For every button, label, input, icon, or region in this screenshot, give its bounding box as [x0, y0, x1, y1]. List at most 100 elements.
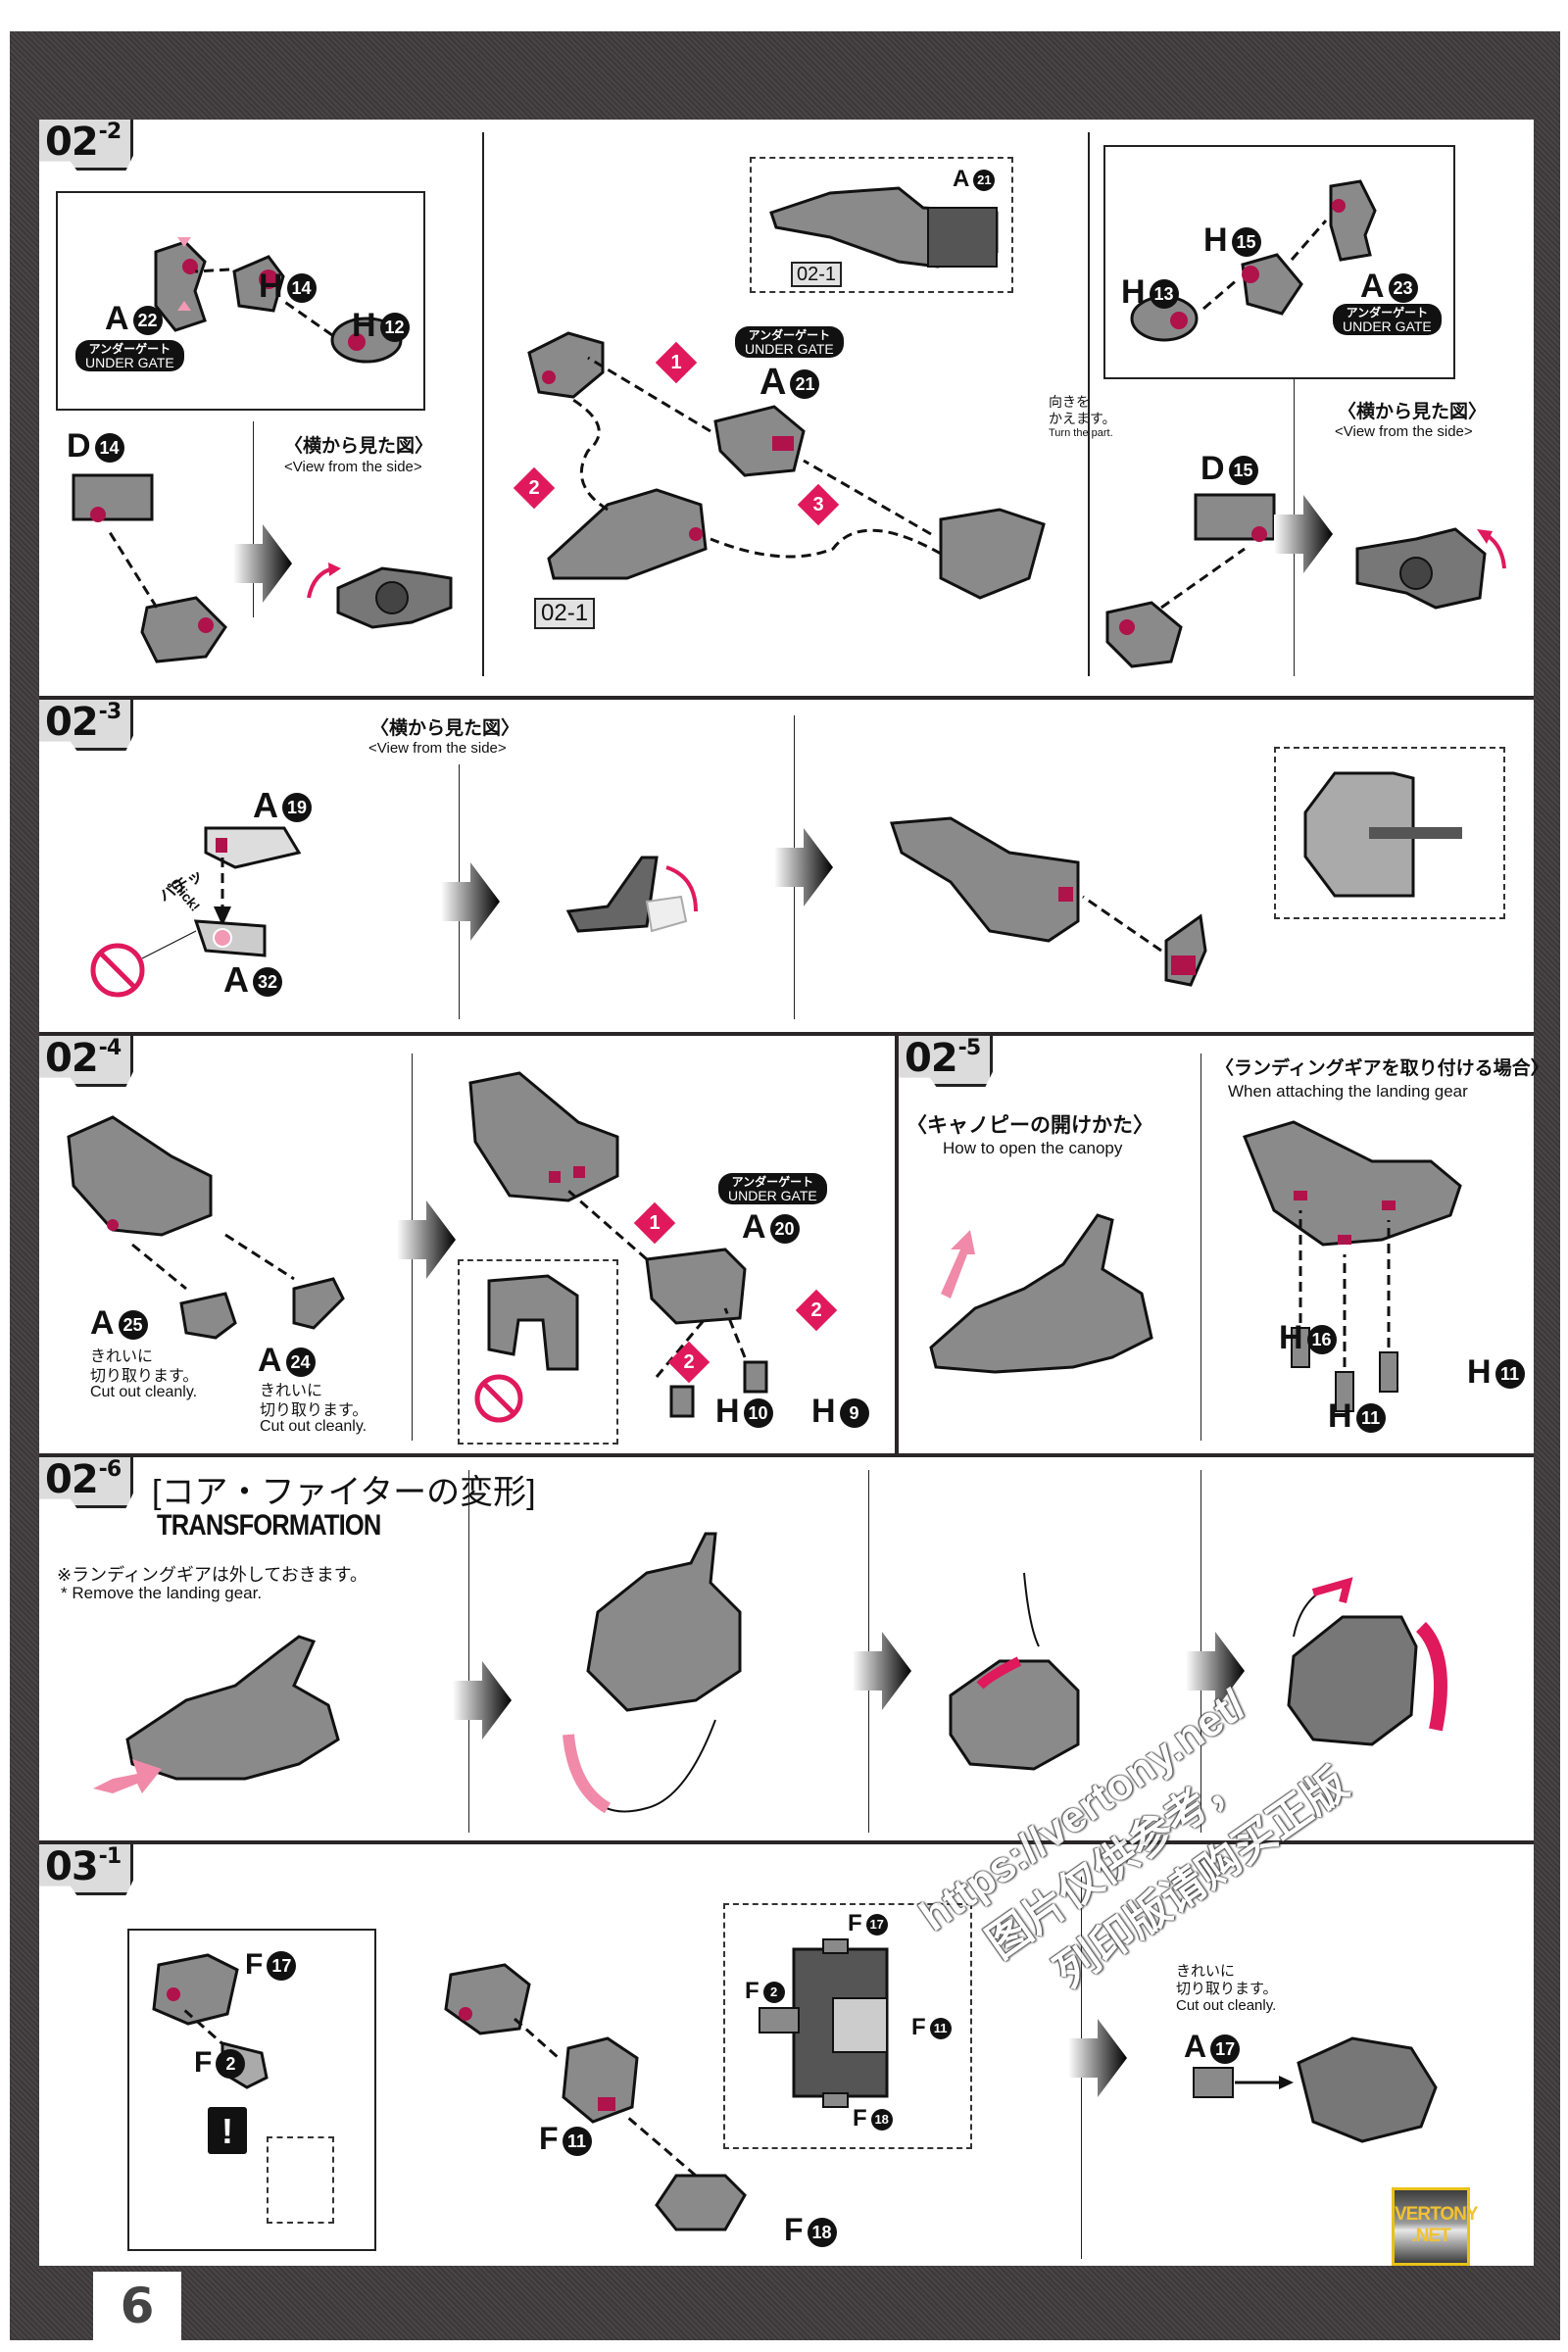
divider [39, 1453, 1534, 1457]
warning-illustration [474, 1274, 579, 1423]
transformation-title-jp: [コア・ファイターの変形] [152, 1474, 536, 1511]
divider [468, 1470, 469, 1833]
assembly-illustration [889, 816, 1207, 987]
assembly-illustration [72, 473, 227, 663]
assembly-illustration [90, 826, 302, 998]
transformation-illustration [93, 1635, 340, 1793]
detail-inset: ! [127, 1929, 376, 2251]
reference-step-tag: 02-1 [791, 262, 843, 287]
step-badge-03-1: 03-1 [39, 1844, 134, 1895]
order-marker: 3 [797, 483, 840, 526]
cut-note-en: Cut out cleanly. [90, 1384, 198, 1400]
assembly-illustration [1130, 179, 1377, 342]
transformation-illustration [1287, 1577, 1447, 1746]
order-marker: 1 [633, 1201, 676, 1245]
cut-note-jp: 切り取ります。 [260, 1402, 368, 1419]
canopy-illustration [929, 1213, 1153, 1374]
reference-inset [458, 1259, 618, 1445]
assembly-illustration [769, 186, 999, 269]
side-view-label-en: <View from the side> [1335, 423, 1473, 440]
side-view-illustration [565, 856, 698, 933]
cross-section-illustration [1303, 771, 1462, 898]
cut-note-en: Cut out cleanly. [1176, 1997, 1277, 2014]
landing-gear-title-jp: 〈ランディングギアを取り付ける場合〉 [1215, 1058, 1549, 1079]
reference-inset [267, 2136, 334, 2224]
next-arrow-icon [1274, 495, 1333, 573]
side-view-label-en: <View from the side> [368, 740, 507, 757]
cut-note-jp: きれいに [1176, 1963, 1236, 1980]
assembly-illustration [444, 1963, 747, 2231]
transformation-illustration [563, 1532, 742, 1814]
assembly-illustration [527, 331, 1046, 600]
warning-icon: ! [221, 2111, 233, 2151]
divider [39, 1032, 1534, 1036]
next-arrow-icon [453, 1661, 512, 1740]
next-arrow-icon [1068, 2019, 1127, 2097]
note-en: * Remove the landing gear. [61, 1584, 263, 1602]
next-arrow-icon [233, 524, 292, 603]
vertony-logo: VERTONY.NET [1392, 2187, 1479, 2266]
cut-note-jp: きれいに [260, 1383, 323, 1399]
cut-note-en: Cut out cleanly. [260, 1418, 368, 1435]
next-arrow-icon [774, 828, 833, 906]
side-view-label-jp: 〈横から見た図〉 [1338, 402, 1488, 422]
transformation-illustration [949, 1572, 1080, 1771]
canopy-title-jp: 〈キャノピーの開けかた〉 [906, 1114, 1153, 1137]
core-block-illustration [759, 1938, 889, 2108]
side-view-illustration [1355, 527, 1506, 610]
order-marker: 2 [513, 466, 556, 510]
note-jp: ※ランディングギアは外しておきます。 [57, 1565, 368, 1585]
assembly-illustration [131, 1233, 345, 1340]
side-view-label-en: <View from the side> [284, 459, 422, 475]
landing-gear-title-en: When attaching the landing gear [1228, 1082, 1468, 1101]
divider [253, 421, 254, 617]
reference-inset [1274, 747, 1505, 919]
divider [482, 132, 484, 676]
page-number: 6 [93, 2272, 181, 2340]
next-arrow-icon [441, 862, 500, 941]
assembly-illustration [1105, 493, 1276, 668]
turn-note-en: Turn the part. [1049, 427, 1113, 439]
turn-note-jp: かえます。 [1049, 411, 1116, 426]
assembly-illustration [67, 1115, 213, 1237]
order-marker: 2 [667, 1341, 710, 1384]
order-marker: 2 [795, 1289, 838, 1332]
next-arrow-icon [853, 1632, 911, 1710]
step-badge-02-6: 02-6 [39, 1457, 134, 1508]
cut-note-jp: 切り取ります。 [90, 1368, 199, 1385]
transformation-title-en: TRANSFORMATION [157, 1509, 381, 1542]
turn-note-jp: 向きを [1049, 394, 1090, 410]
divider [39, 696, 1534, 700]
assembly-illustration [1193, 2036, 1438, 2143]
side-view-label-jp: 〈横から見た図〉 [370, 718, 520, 739]
